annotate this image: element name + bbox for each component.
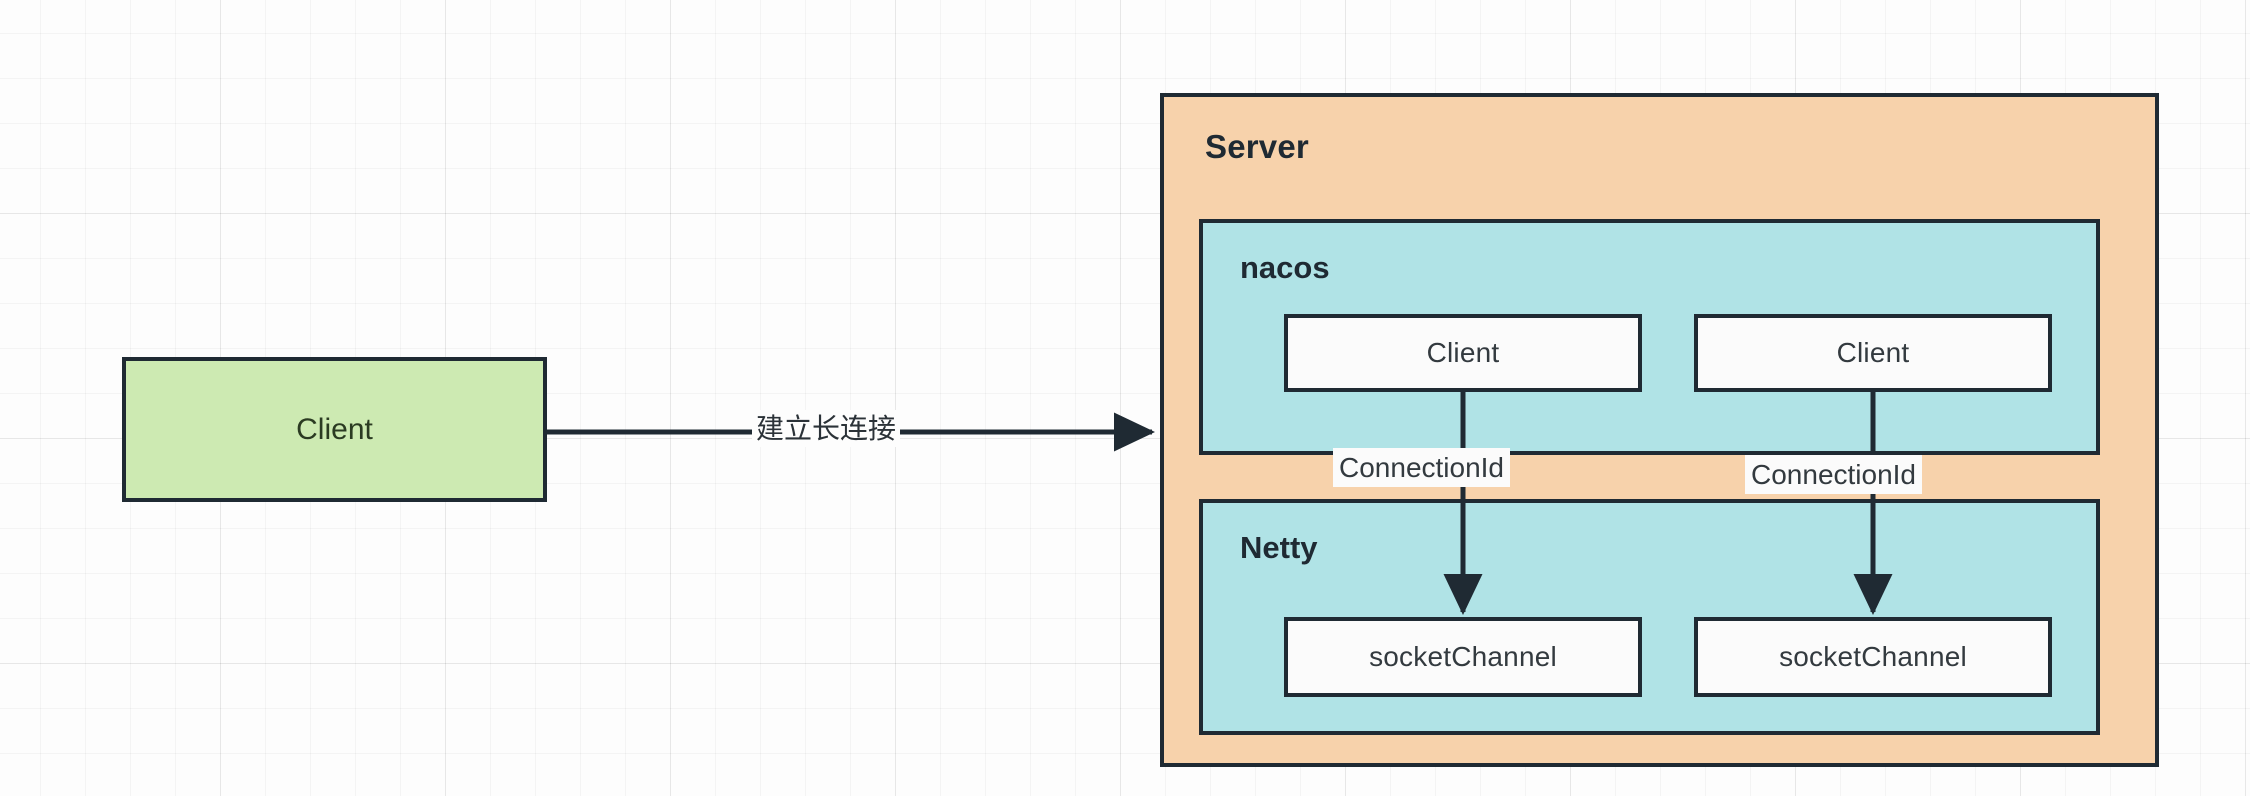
socketchannel-box-1[interactable]: socketChannel xyxy=(1284,617,1642,697)
netty-label: Netty xyxy=(1240,530,1318,565)
nacos-client-label-1: Client xyxy=(1426,337,1500,368)
nacos-client-box-2[interactable]: Client xyxy=(1694,314,2052,392)
nacos-client-box-1[interactable]: Client xyxy=(1284,314,1642,392)
socketchannel-label-2: socketChannel xyxy=(1779,641,1967,672)
socketchannel-box-2[interactable]: socketChannel xyxy=(1694,617,2052,697)
server-label: Server xyxy=(1205,128,1309,165)
client-label-left: Client xyxy=(296,412,373,446)
edge-label-connectionid-1: ConnectionId xyxy=(1333,448,1511,487)
edge-label-long-connection: 建立长连接 xyxy=(752,410,901,447)
socketchannel-label-1: socketChannel xyxy=(1369,641,1557,672)
client-box-left[interactable]: Client xyxy=(122,357,547,502)
nacos-client-label-2: Client xyxy=(1836,337,1910,368)
edge-label-connectionid-2: ConnectionId xyxy=(1745,455,1923,494)
nacos-label: nacos xyxy=(1240,250,1330,285)
